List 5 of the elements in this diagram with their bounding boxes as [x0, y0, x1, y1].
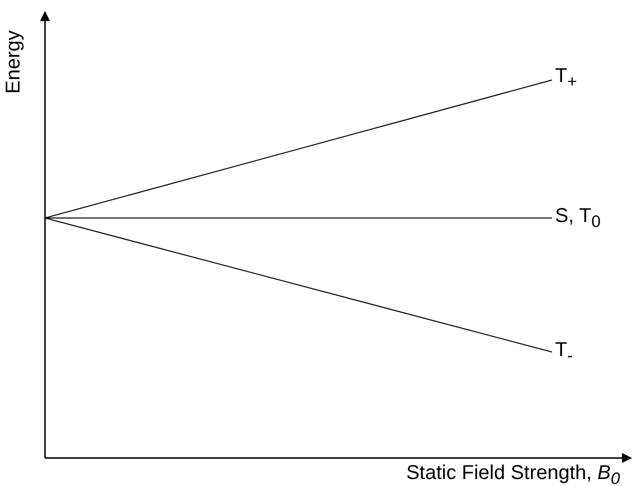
level-label: T$_{+}$ [555, 66, 577, 91]
level-label: S, T$_{0}$ [555, 206, 601, 231]
axis-title: Static Field Strength, B$_{0}$ [406, 463, 620, 486]
axis-title: Energy [4, 30, 24, 94]
level-label: T$_{-}$ [555, 340, 573, 365]
